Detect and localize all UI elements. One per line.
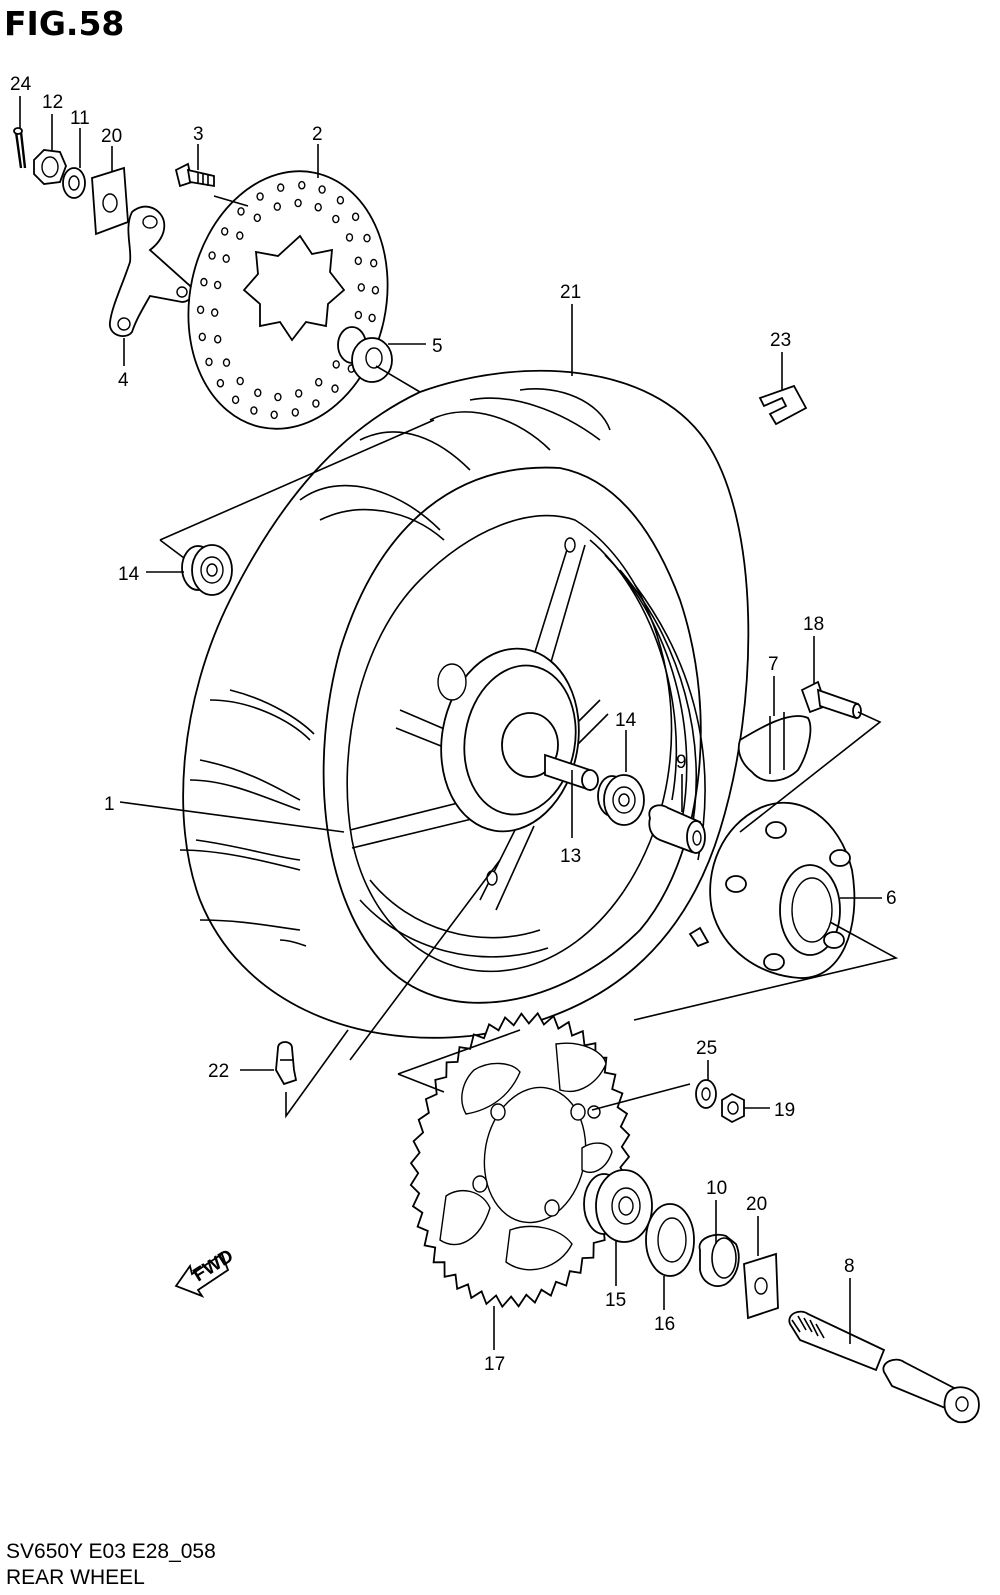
callout-2: 2 [312, 124, 323, 145]
callout-18: 18 [803, 614, 824, 635]
callout-21: 21 [560, 282, 581, 303]
callout-labels: 24 12 11 20 3 2 4 5 21 23 14 18 7 14 9 1… [10, 74, 897, 1375]
model-code: SV650Y E03 E28_058 [6, 1540, 216, 1563]
part-hub-bolt[interactable] [800, 680, 862, 720]
callout-4: 4 [118, 370, 129, 391]
part-rear-axle[interactable] [788, 1310, 980, 1424]
callout-23: 23 [770, 330, 791, 351]
part-washer[interactable] [62, 167, 86, 199]
part-cush-damper[interactable] [737, 712, 812, 782]
callout-10: 10 [706, 1178, 727, 1199]
part-brake-disc[interactable] [165, 152, 411, 447]
section-name: REAR WHEEL [6, 1566, 145, 1589]
callout-15: 15 [605, 1290, 626, 1311]
part-rear-sprocket[interactable] [409, 1011, 631, 1309]
part-bearing-left[interactable] [181, 544, 233, 596]
part-chain-adjuster-lower[interactable] [743, 1252, 779, 1320]
callout-9: 9 [676, 752, 687, 773]
callout-13: 13 [560, 846, 581, 867]
callout-24: 24 [10, 74, 32, 95]
callout-14-left: 14 [118, 564, 140, 585]
part-sprocket-nut[interactable] [721, 1092, 745, 1124]
callout-25: 25 [696, 1038, 717, 1059]
part-tire-valve[interactable] [275, 1041, 298, 1086]
callout-7: 7 [768, 654, 779, 675]
callout-22: 22 [208, 1061, 229, 1082]
callout-19: 19 [774, 1100, 795, 1121]
part-wheel-rim[interactable] [346, 514, 706, 973]
callout-6: 6 [886, 888, 897, 909]
part-caliper-bracket[interactable] [109, 205, 194, 337]
part-collar[interactable] [337, 326, 393, 383]
part-sprocket-washer[interactable] [695, 1079, 717, 1109]
figure-label: FIG.58 [4, 4, 125, 43]
part-oil-seal[interactable] [645, 1203, 695, 1277]
callout-17: 17 [484, 1354, 505, 1375]
part-sprocket-bearing[interactable] [583, 1169, 653, 1243]
tire-tread-grooves [179, 388, 611, 947]
part-spacer[interactable] [648, 804, 706, 854]
callout-16: 16 [654, 1314, 675, 1335]
part-clip[interactable] [758, 384, 808, 426]
callout-3: 3 [193, 124, 204, 145]
callout-20-lower: 20 [746, 1194, 767, 1215]
part-axle-spacer[interactable] [698, 1233, 740, 1287]
part-axle-nut[interactable] [33, 149, 67, 185]
leader-lines [19, 96, 882, 1350]
callout-8: 8 [844, 1256, 855, 1277]
part-bearing-right[interactable] [597, 774, 645, 826]
part-bracket-bolt[interactable] [174, 162, 215, 188]
forward-direction-arrow: FWD [174, 1246, 237, 1298]
part-sprocket-drum[interactable] [688, 801, 856, 979]
callout-1: 1 [104, 794, 115, 815]
callout-14-right: 14 [615, 710, 637, 731]
part-chain-adjuster[interactable] [91, 166, 129, 236]
reference-lines [159, 195, 899, 1119]
part-cotter-pin[interactable] [13, 127, 27, 169]
callout-11: 11 [70, 108, 90, 129]
callout-5: 5 [432, 336, 443, 357]
callout-12: 12 [42, 92, 63, 113]
callout-20: 20 [101, 126, 122, 147]
